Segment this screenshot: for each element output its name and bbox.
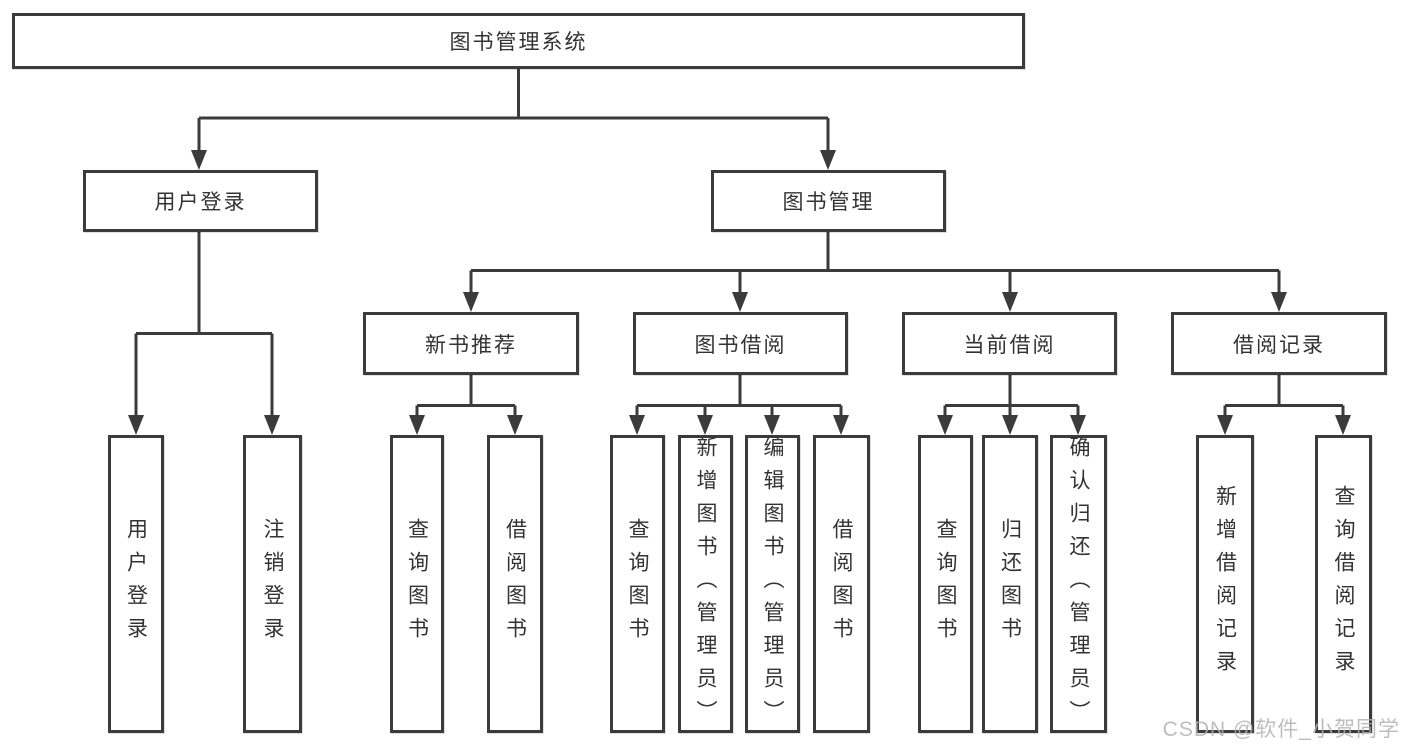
- leaf-label: 查询图书: [405, 518, 429, 650]
- leaf-edit-book-admin: 编辑图书（管理员）: [745, 435, 800, 733]
- leaf-confirm-return-admin: 确认归还（管理员）: [1050, 435, 1107, 733]
- leaf-return-book: 归还图书: [982, 435, 1038, 733]
- leaf-query-books-borrow: 查询图书: [610, 435, 665, 733]
- leaf-label: 编辑图书（管理员）: [761, 435, 784, 733]
- node-label: 图书管理: [782, 191, 875, 214]
- node-new-book-recommend: 新书推荐: [363, 312, 579, 375]
- node-current-borrow: 当前借阅: [902, 312, 1117, 375]
- leaf-label: 归还图书: [998, 518, 1022, 650]
- node-user-login: 用户登录: [83, 170, 318, 232]
- leaf-label: 用户登录: [124, 518, 148, 650]
- node-label: 新书推荐: [425, 333, 517, 357]
- leaf-add-book-admin: 新增图书（管理员）: [678, 435, 733, 733]
- node-root-library-system: 图书管理系统: [12, 13, 1025, 69]
- node-borrow-record: 借阅记录: [1171, 312, 1387, 375]
- leaf-label: 新增图书（管理员）: [694, 435, 717, 733]
- leaf-label: 确认归还（管理员）: [1067, 435, 1090, 733]
- node-book-borrow: 图书借阅: [633, 312, 848, 375]
- leaf-label: 查询图书: [934, 518, 957, 650]
- leaf-label: 新增借阅记录: [1213, 485, 1237, 683]
- leaf-query-books-current: 查询图书: [918, 435, 973, 733]
- leaf-label: 查询借阅记录: [1332, 485, 1355, 683]
- leaf-label: 借阅图书: [830, 518, 853, 650]
- node-book-management: 图书管理: [711, 170, 946, 232]
- node-label: 当前借阅: [963, 333, 1056, 357]
- node-label: 图书借阅: [694, 333, 787, 357]
- leaf-query-borrow-record: 查询借阅记录: [1315, 435, 1372, 733]
- leaf-borrow-books-recommend: 借阅图书: [487, 435, 543, 733]
- node-label: 用户登录: [154, 191, 247, 214]
- watermark: CSDN @软件_小贺同学: [1162, 718, 1400, 741]
- leaf-label: 查询图书: [626, 518, 649, 650]
- leaf-label: 注销登录: [261, 518, 284, 650]
- node-label: 借阅记录: [1233, 333, 1325, 357]
- leaf-logout-login: 注销登录: [243, 435, 302, 733]
- node-label: 图书管理系统: [449, 31, 588, 54]
- leaf-borrow-books: 借阅图书: [813, 435, 870, 733]
- leaf-label: 借阅图书: [503, 518, 527, 650]
- leaf-query-books-recommend: 查询图书: [390, 435, 444, 733]
- leaf-user-login: 用户登录: [108, 435, 164, 733]
- leaf-add-borrow-record: 新增借阅记录: [1196, 435, 1254, 733]
